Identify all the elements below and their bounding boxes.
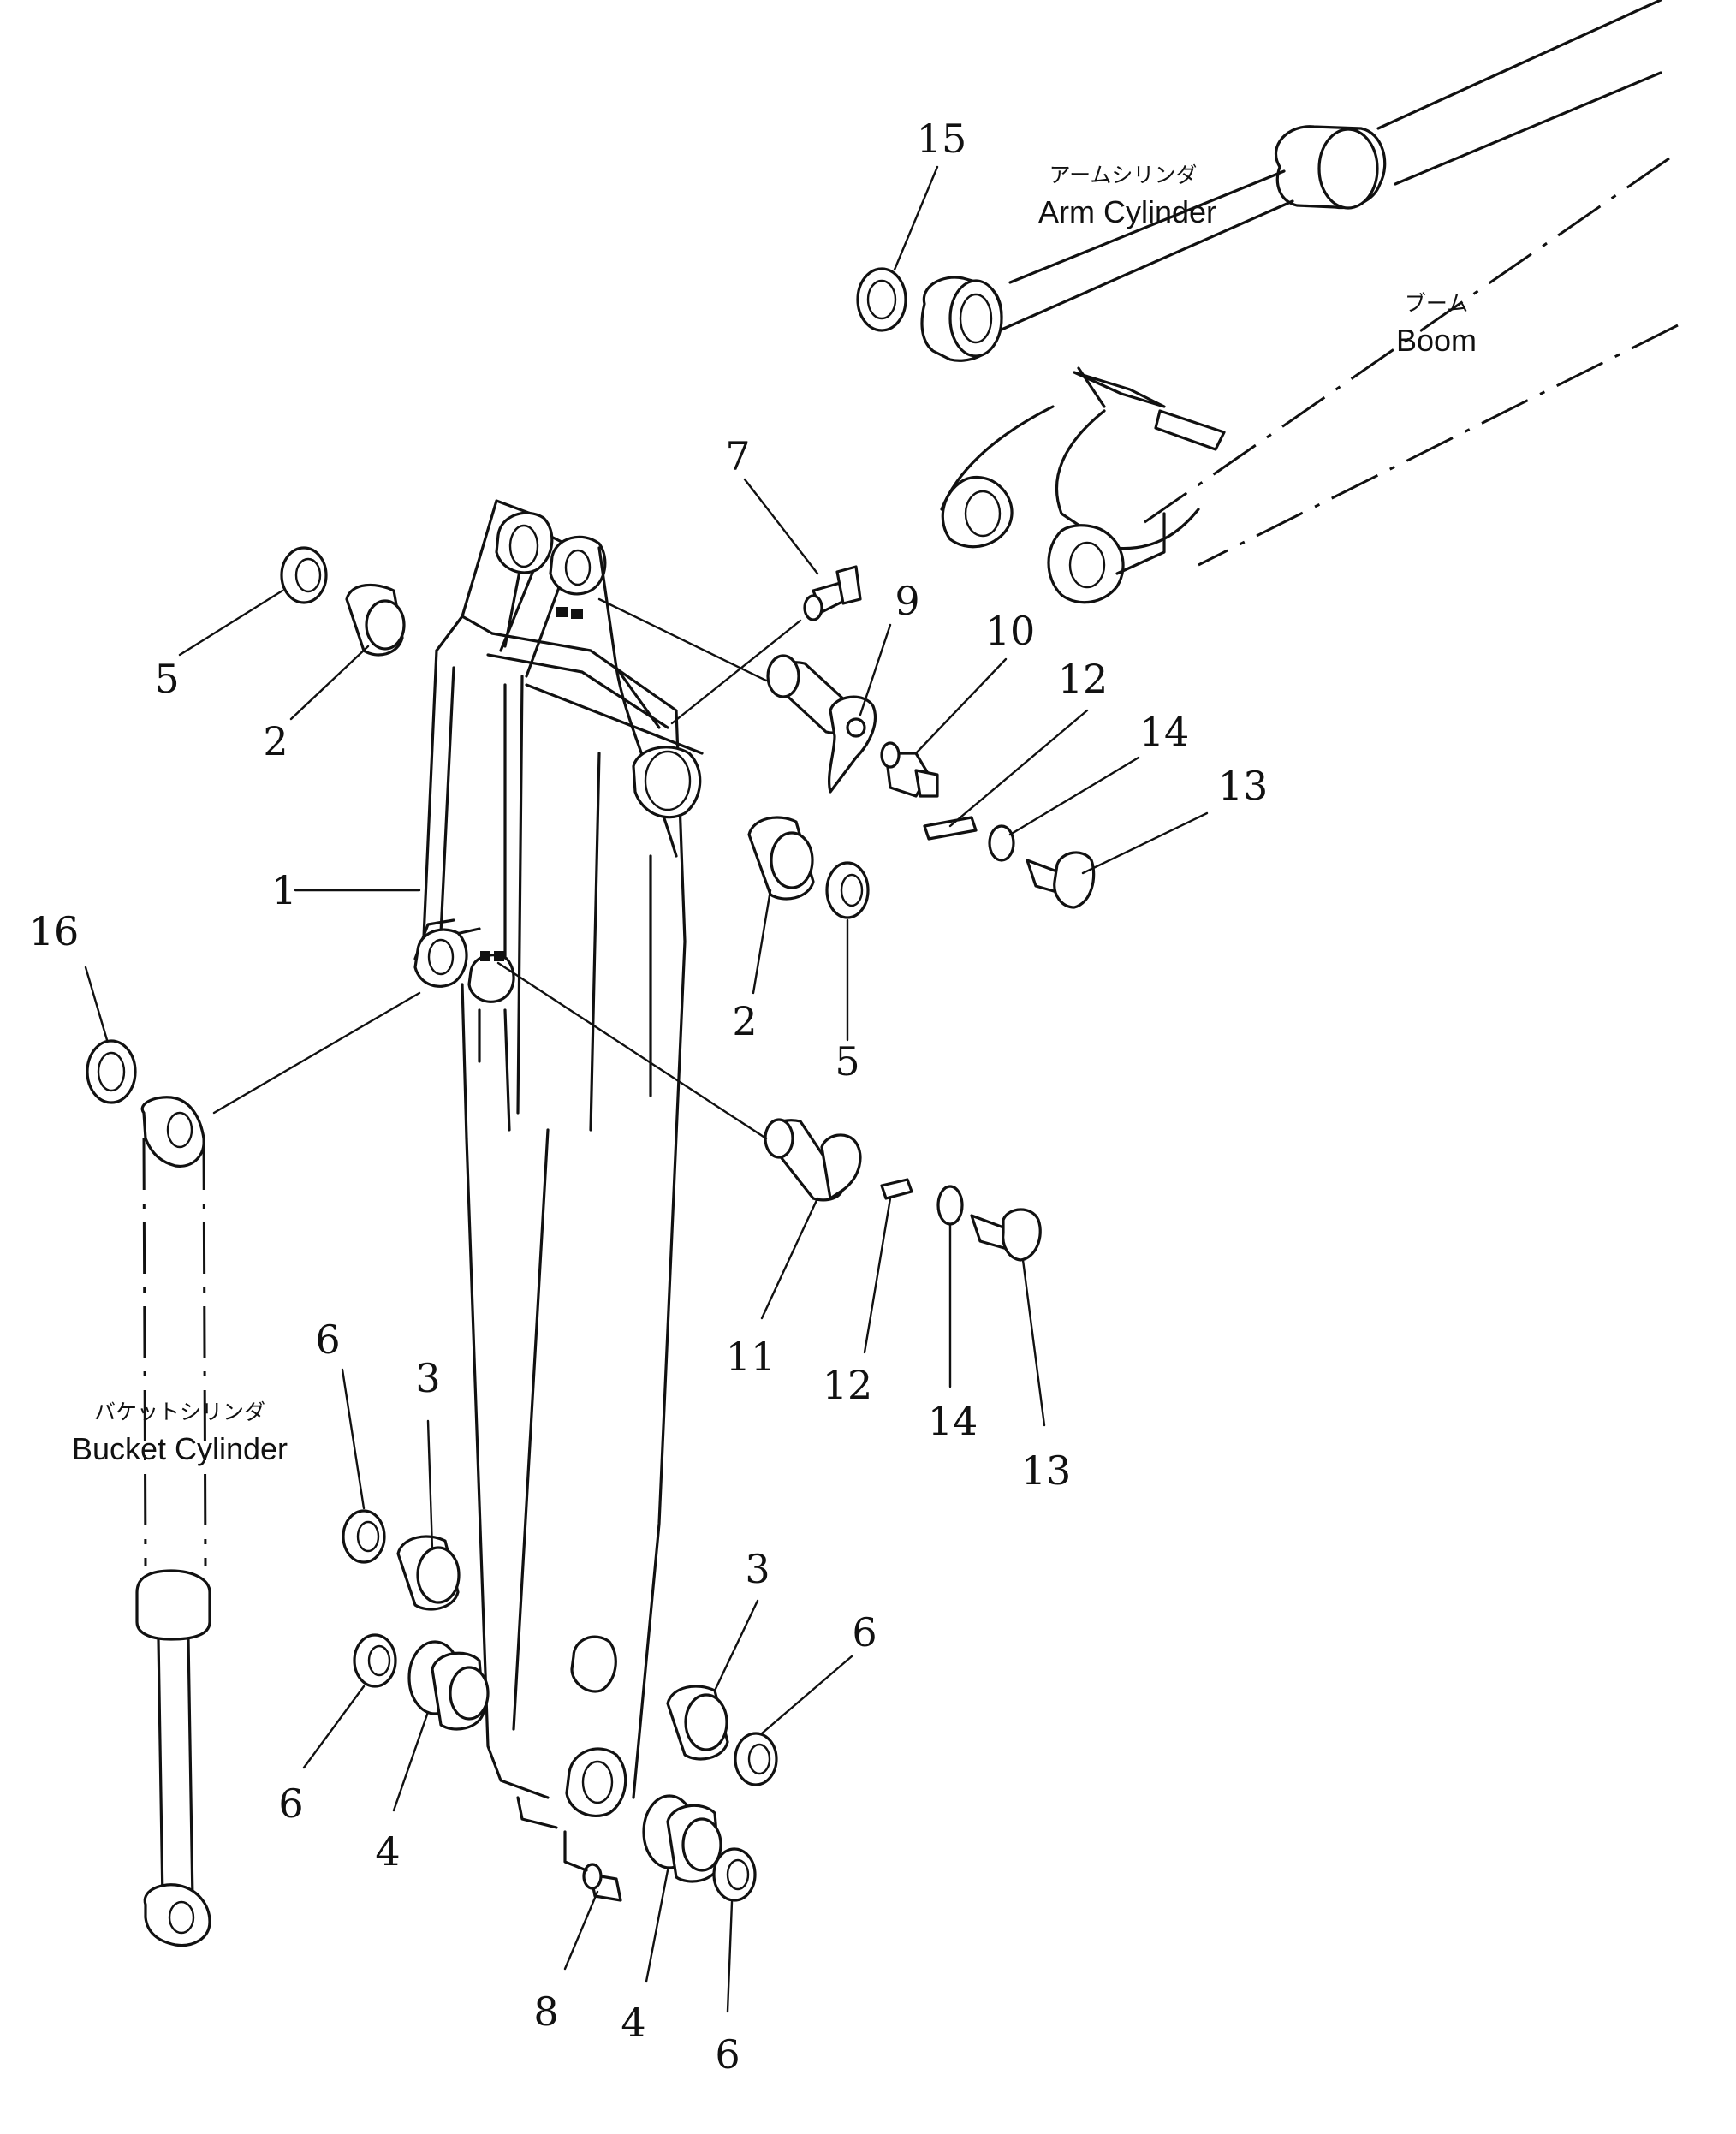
bucket-cylinder-label-jp: バケットシリンダ (94, 1400, 265, 1424)
bucket-cylinder (135, 1096, 211, 1947)
callout-6-right-lower: 6 (715, 2031, 740, 2078)
callout-3-right: 3 (745, 1546, 770, 1592)
callout-8: 8 (533, 1988, 558, 2035)
boom (940, 157, 1679, 604)
callout-11: 11 (726, 1334, 776, 1380)
callout-14-lower: 14 (928, 1398, 978, 1444)
boom-label-jp: ブーム (1405, 291, 1468, 316)
callout-16: 16 (29, 908, 80, 954)
callout-6-left-lower: 6 (278, 1780, 303, 1827)
arm-body (413, 499, 704, 1829)
callout-5-right: 5 (835, 1038, 859, 1085)
callout-6-right-top: 6 (852, 1609, 877, 1655)
callout-12-top: 12 (1058, 656, 1109, 702)
callout-2-right: 2 (732, 998, 757, 1044)
callout-4-right: 4 (621, 2000, 645, 2046)
callout-5-left: 5 (154, 656, 179, 702)
callout-14-top: 14 (1139, 709, 1190, 755)
callout-2-left: 2 (263, 718, 288, 764)
callout-10: 10 (985, 608, 1036, 654)
boom-label-en: Boom (1396, 323, 1477, 358)
arm-cylinder-label-jp: アームシリンダ (1049, 163, 1198, 187)
callout-13-lower: 13 (1021, 1447, 1072, 1494)
arm-cylinder (920, 0, 1662, 362)
callout-6-left-top: 6 (315, 1317, 340, 1363)
callout-3-left: 3 (415, 1355, 440, 1401)
arm-cylinder-label-en: Arm Cylinder (1038, 194, 1216, 229)
bucket-cylinder-label-en: Bucket Cylinder (72, 1431, 288, 1466)
callout-15: 15 (917, 116, 967, 162)
callout-7: 7 (725, 433, 750, 479)
callout-1: 1 (271, 867, 296, 913)
callout-12-lower: 12 (823, 1362, 873, 1408)
callout-4-left: 4 (375, 1828, 400, 1875)
callout-13-top: 13 (1218, 763, 1269, 809)
callout-9: 9 (895, 578, 919, 624)
